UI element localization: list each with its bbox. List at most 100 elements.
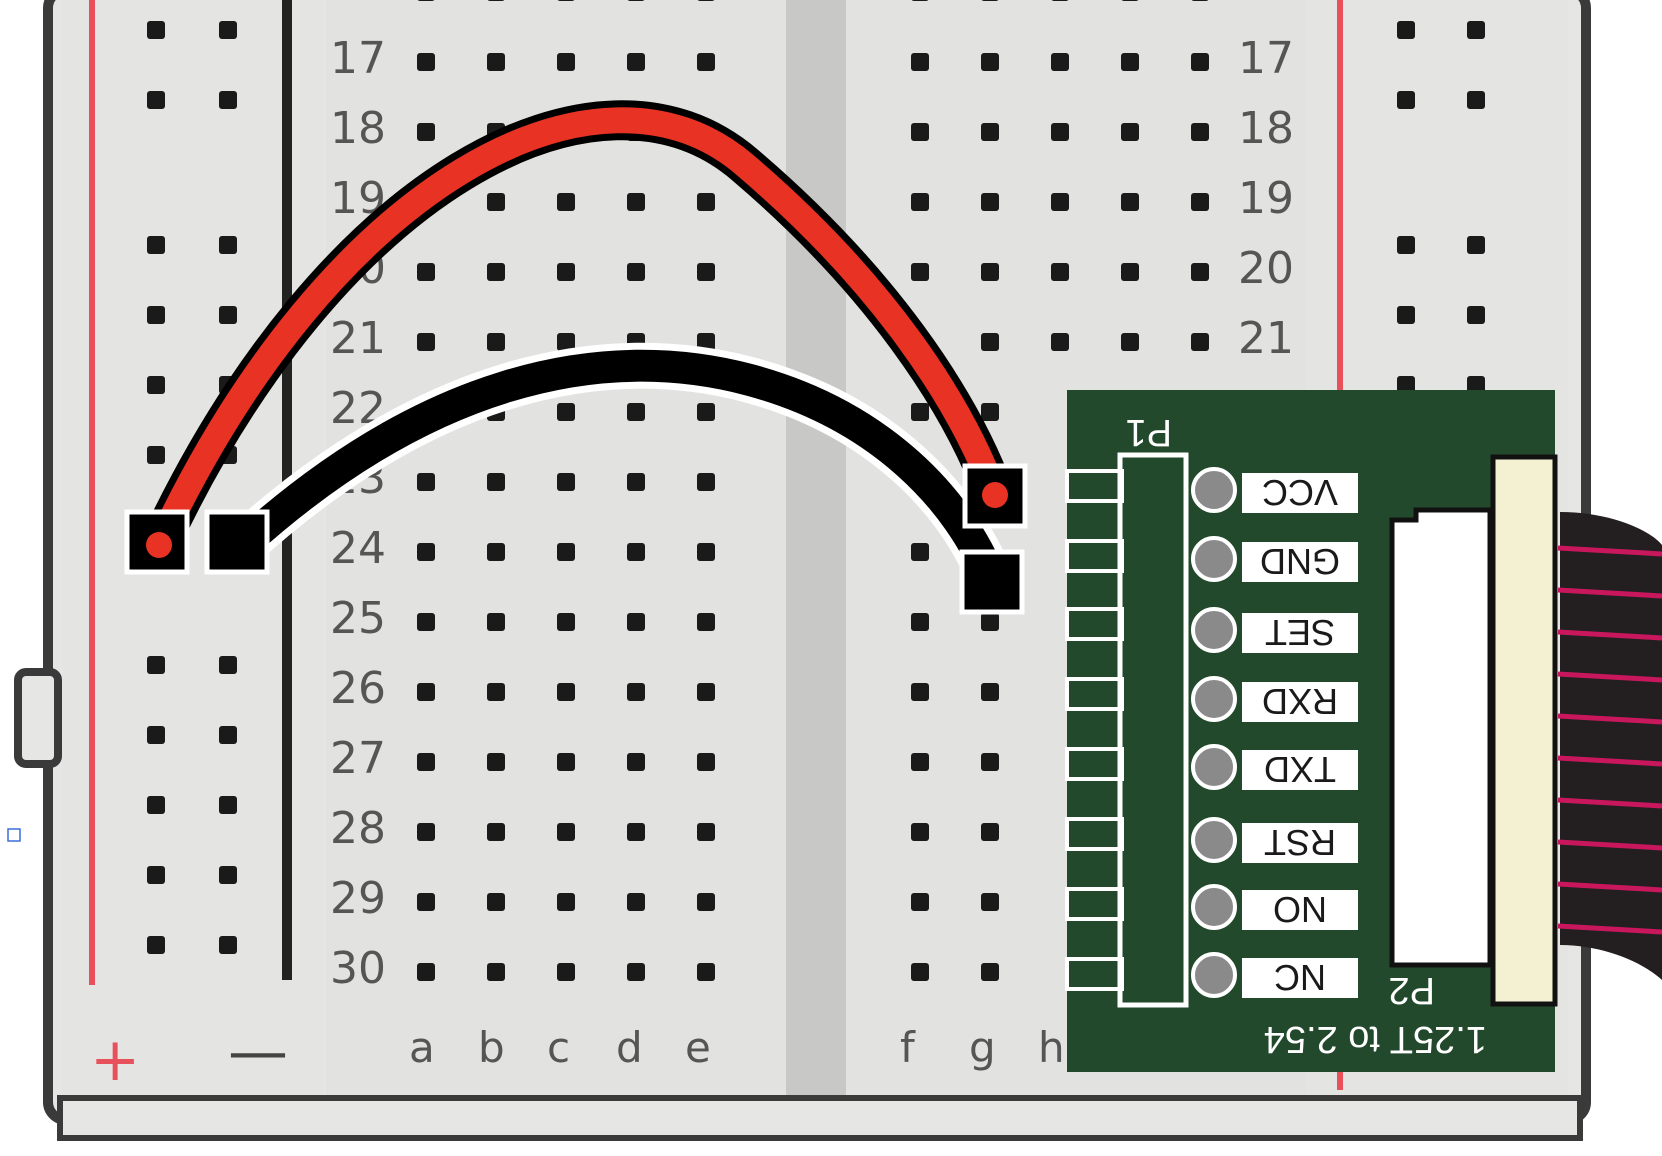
breadboard-hole <box>697 263 715 281</box>
breadboard-hole <box>557 543 575 561</box>
breadboard-hole <box>911 963 929 981</box>
breadboard-hole <box>417 473 435 491</box>
pin-row: NO <box>1191 884 1358 930</box>
column-letter: e <box>685 1023 711 1072</box>
pin-label-box <box>1242 750 1358 790</box>
pin-pad <box>1191 744 1237 790</box>
breadboard-hole <box>911 403 929 421</box>
cable-stripes <box>1557 545 1662 935</box>
row-number: 26 <box>330 663 386 714</box>
breadboard-hole <box>219 306 237 324</box>
breadboard-hole <box>981 263 999 281</box>
pin-row: GND <box>1191 536 1358 582</box>
breadboard-hole <box>557 473 575 491</box>
column-letter: c <box>547 1023 570 1072</box>
breadboard-hole <box>911 823 929 841</box>
breadboard-hole <box>147 91 165 109</box>
breadboard-hole <box>147 21 165 39</box>
breadboard-hole <box>981 53 999 71</box>
breadboard-hole <box>1121 123 1139 141</box>
breadboard-hole <box>697 543 715 561</box>
breadboard-hole <box>417 333 435 351</box>
breadboard-hole <box>557 823 575 841</box>
cable-stripe <box>1557 713 1662 725</box>
rail-plus-sign: + <box>90 1025 140 1095</box>
breadboard-hole <box>417 53 435 71</box>
breadboard-hole <box>1397 21 1415 39</box>
breadboard-hole <box>219 936 237 954</box>
breadboard-hole <box>557 753 575 771</box>
column-letter: h <box>1038 1023 1065 1072</box>
column-letter: d <box>616 1023 643 1072</box>
breadboard-hole <box>487 53 505 71</box>
pin-label-box <box>1242 542 1358 582</box>
row-number: 19 <box>1238 173 1294 224</box>
breadboard-hole <box>627 193 645 211</box>
cable-stripe <box>1557 923 1662 935</box>
black-wire-end-right <box>959 549 1025 615</box>
breadboard-hole <box>697 683 715 701</box>
breadboard-hole <box>1191 123 1209 141</box>
pin-pad <box>1191 676 1237 722</box>
breadboard-hole <box>1121 333 1139 351</box>
cable-stripe <box>1557 755 1662 767</box>
breadboard-hole <box>911 753 929 771</box>
breadboard-hole <box>627 613 645 631</box>
breadboard-hole <box>1397 91 1415 109</box>
breadboard-hole <box>557 963 575 981</box>
pin-row: VCC <box>1191 467 1358 513</box>
cable-stripe <box>1557 545 1662 557</box>
breadboard-hole <box>1121 193 1139 211</box>
pin-label-box <box>1242 958 1358 998</box>
breadboard-hole <box>1121 263 1139 281</box>
breadboard: 17 18 19 20 21 22 23 24 25 26 27 28 29 3… <box>14 0 1591 1141</box>
cable-stripe <box>1557 797 1662 809</box>
breadboard-hole <box>697 893 715 911</box>
column-letters: a b c d e f g h <box>409 1023 1065 1072</box>
column-letter: g <box>969 1023 996 1072</box>
breadboard-hole <box>487 333 505 351</box>
board-text: 1.25T to 2.54 <box>1264 1018 1487 1060</box>
breadboard-hole <box>487 893 505 911</box>
breadboard-hole <box>417 0 435 1</box>
breadboard-hole <box>1397 306 1415 324</box>
breadboard-hole <box>147 796 165 814</box>
breadboard-hole <box>147 236 165 254</box>
breadboard-hole <box>147 656 165 674</box>
breadboard-hole <box>219 656 237 674</box>
breadboard-hole <box>147 306 165 324</box>
breadboard-hole <box>981 963 999 981</box>
breadboard-hole <box>981 0 999 1</box>
breadboard-hole <box>627 473 645 491</box>
breadboard-hole <box>417 683 435 701</box>
column-letter: a <box>409 1023 435 1072</box>
breadboard-hole <box>417 753 435 771</box>
breadboard-hole <box>1191 0 1209 1</box>
breadboard-hole <box>911 683 929 701</box>
breadboard-hole <box>981 123 999 141</box>
pin-label-box <box>1242 890 1358 930</box>
breadboard-hole <box>219 726 237 744</box>
pin-pad <box>1191 536 1237 582</box>
breadboard-hole <box>1051 333 1069 351</box>
breadboard-hole <box>557 53 575 71</box>
breadboard-hole <box>981 753 999 771</box>
pin-pad <box>1191 817 1237 863</box>
breadboard-hole <box>487 613 505 631</box>
breadboard-hole <box>1051 53 1069 71</box>
breadboard-hole <box>219 21 237 39</box>
breadboard-hole <box>627 683 645 701</box>
breadboard-hole <box>557 613 575 631</box>
pin-rows: VCC GND SET RXD TXD <box>1191 467 1358 998</box>
pin-pad <box>1191 884 1237 930</box>
ribbon-cable <box>1557 512 1662 980</box>
header-label: P1 <box>1126 411 1172 453</box>
breadboard-hole <box>1467 236 1485 254</box>
red-wire-tip-left <box>146 532 172 558</box>
breadboard-hole <box>627 543 645 561</box>
row-number: 20 <box>1238 243 1294 294</box>
connector-label: P2 <box>1389 969 1435 1011</box>
breadboard-hole <box>147 446 165 464</box>
breadboard-hole <box>219 91 237 109</box>
pin-row: RST <box>1191 817 1358 863</box>
